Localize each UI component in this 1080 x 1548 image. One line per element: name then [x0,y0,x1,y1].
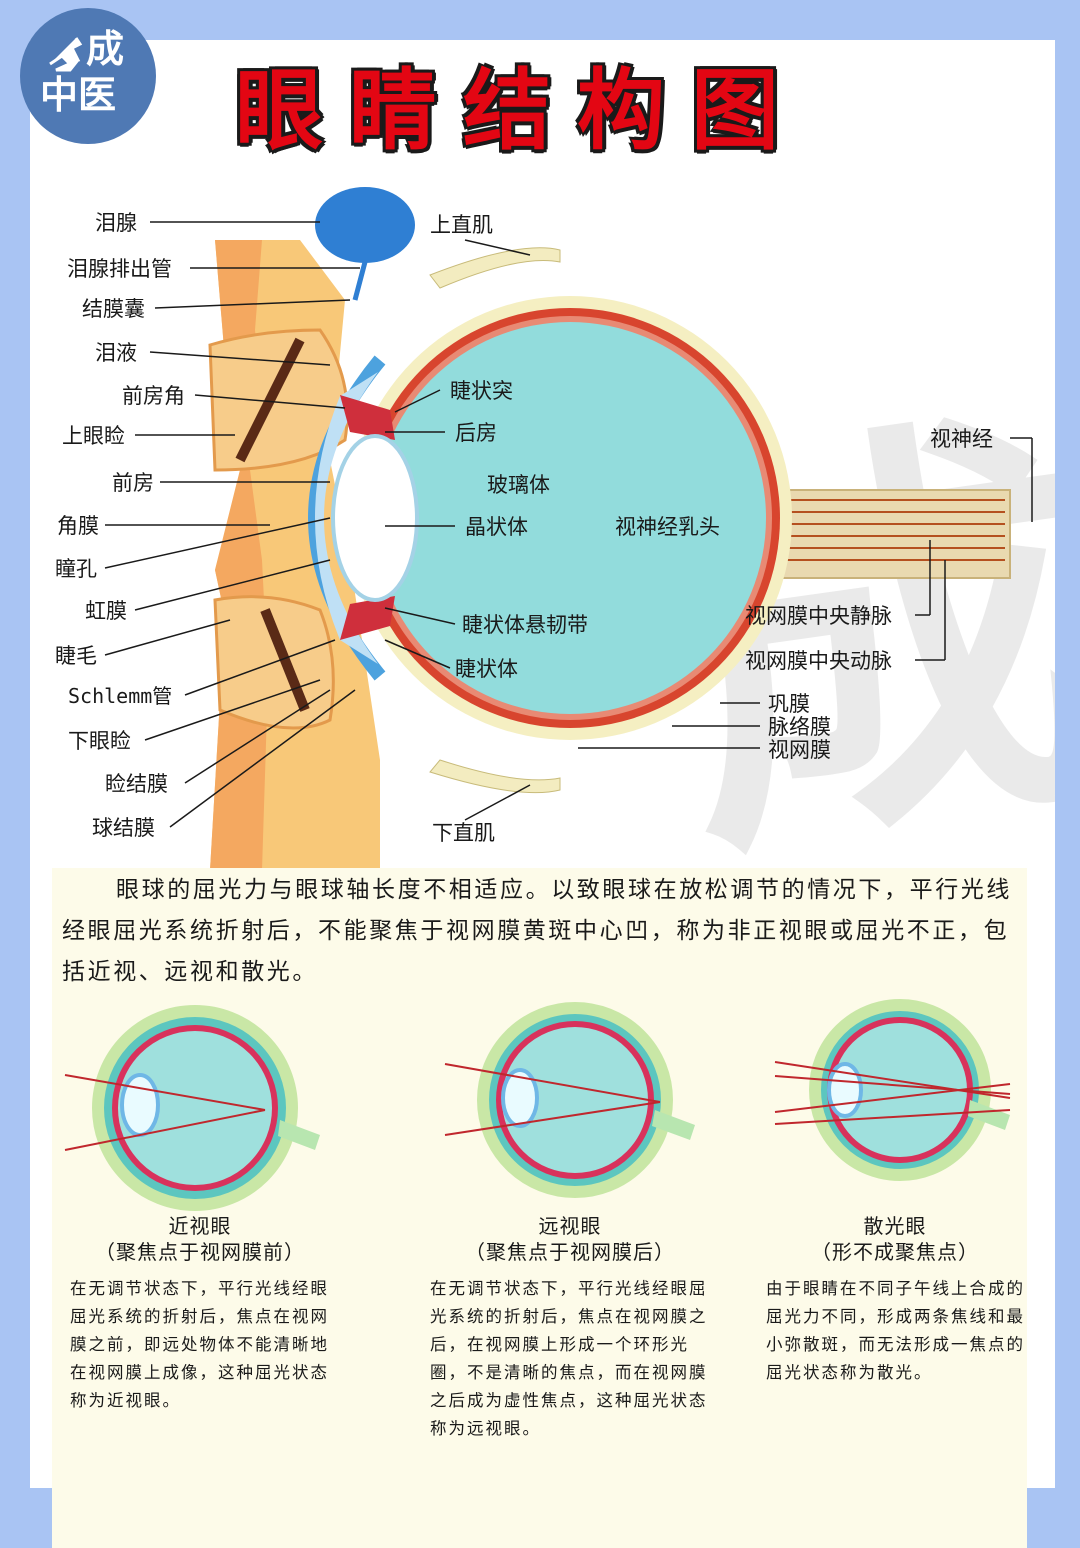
label-optic-disc: 视神经乳头 [615,515,720,539]
case-myopia-title: 近视眼 （聚焦点于视网膜前） [70,1213,330,1265]
label-conjunctival-sac: 结膜囊 [82,297,145,321]
case-hyperopia-name: 远视眼 [440,1213,700,1239]
case-hyperopia-title: 远视眼 （聚焦点于视网膜后） [440,1213,700,1265]
label-retina: 视网膜 [768,738,831,762]
label-posterior-chamber: 后房 [455,421,497,445]
label-zonule: 睫状体悬韧带 [462,613,588,637]
label-sclera: 巩膜 [768,692,810,716]
label-superior-rectus: 上直肌 [430,213,493,237]
label-bulbar-conjunctiva: 球结膜 [92,816,155,840]
label-iris: 虹膜 [85,599,127,623]
lacrimal-gland [315,187,415,263]
label-choroid: 脉络膜 [768,715,831,739]
label-central-vein: 视网膜中央静脉 [745,604,892,628]
superior-rectus [430,248,560,288]
label-pupil: 瞳孔 [55,557,97,581]
label-cornea: 角膜 [57,514,99,538]
case-astigmatism-name: 散光眼 [765,1213,1025,1239]
lens [333,436,417,600]
case-astigmatism-title: 散光眼 （形不成聚焦点） [765,1213,1025,1265]
case-astigmatism-desc: 由于眼睛在不同子午线上合成的屈光力不同，形成两条焦线和最小弥散斑，而无法形成一焦… [766,1275,1031,1387]
label-eyelash: 睫毛 [55,644,97,668]
optic-nerve [770,490,1010,578]
label-chamber-angle: 前房角 [122,384,185,408]
label-tears: 泪液 [95,341,137,365]
label-upper-eyelid: 上眼睑 [62,424,125,448]
case-myopia-desc: 在无调节状态下，平行光线经眼屈光系统的折射后，焦点在视网膜之前，即远处物体不能清… [70,1275,335,1415]
label-vitreous: 玻璃体 [487,473,550,497]
label-optic-nerve: 视神经 [930,427,993,451]
intro-paragraph: 眼球的屈光力与眼球轴长度不相适应。以致眼球在放松调节的情况下，平行光线经眼屈光系… [62,870,1022,993]
label-anterior-chamber: 前房 [112,471,154,495]
label-lacrimal-duct: 泪腺排出管 [67,257,172,281]
label-central-artery: 视网膜中央动脉 [745,649,892,673]
label-schlemm: Schlemm管 [68,684,172,708]
label-lacrimal-gland: 泪腺 [95,211,137,235]
label-ciliary-process: 睫状突 [450,379,513,403]
case-astigmatism-note: （形不成聚焦点） [765,1239,1025,1265]
label-lens: 晶状体 [465,515,528,539]
label-palpebral-conjunctiva: 睑结膜 [105,772,168,796]
case-hyperopia-note: （聚焦点于视网膜后） [440,1239,700,1265]
label-ciliary-body: 睫状体 [455,657,518,681]
case-hyperopia-desc: 在无调节状态下，平行光线经眼屈光系统的折射后，焦点在视网膜之后，在视网膜上形成一… [430,1275,715,1443]
case-myopia-name: 近视眼 [70,1213,330,1239]
label-inferior-rectus: 下直肌 [432,821,495,845]
label-lower-eyelid: 下眼睑 [68,729,131,753]
case-myopia-note: （聚焦点于视网膜前） [70,1239,330,1265]
inferior-rectus [430,760,560,793]
eye-structure-diagram: 泪腺 泪腺排出管 结膜囊 泪液 前房角 上眼睑 前房 角膜 瞳孔 虹膜 睫毛 S… [0,0,1080,870]
